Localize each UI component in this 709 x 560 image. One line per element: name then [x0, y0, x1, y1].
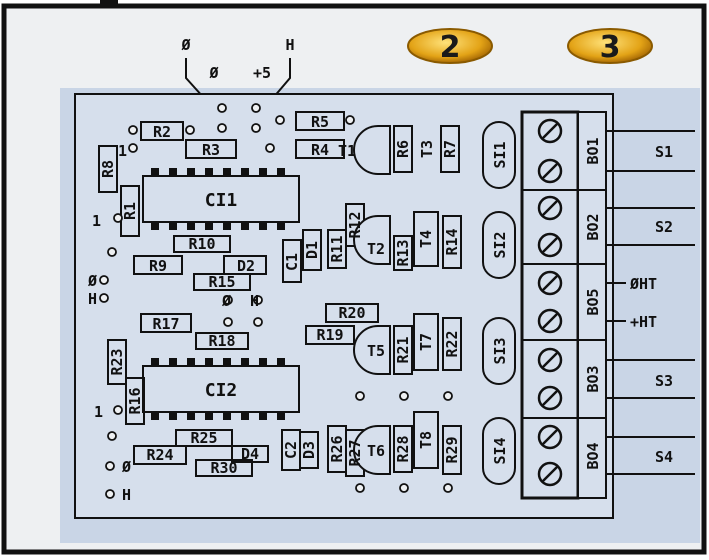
label-bo5: BO5: [584, 288, 602, 315]
output-label-s1: S1: [655, 143, 673, 161]
badge-2: 2: [407, 28, 493, 65]
label-t3: T3: [418, 140, 436, 158]
label-ci2: CI2: [205, 380, 238, 401]
solder-pads: [99, 103, 453, 499]
transistor-outlines: [353, 125, 391, 475]
label-r26: R26: [328, 435, 346, 462]
label-r22: R22: [443, 330, 461, 357]
label-t8: T8: [417, 431, 435, 449]
label-r21: R21: [394, 336, 412, 363]
badge-3-label: 3: [600, 30, 621, 65]
pad-labels: 1 1 Ø H Ø H 1 Ø H: [87, 142, 259, 504]
label-r13: R13: [394, 239, 412, 266]
label-r29: R29: [443, 436, 461, 463]
label-r8: R8: [99, 160, 117, 178]
label-r24: R24: [146, 446, 173, 464]
label-r2: R2: [153, 123, 171, 141]
output-label-s4: S4: [655, 448, 673, 466]
label-r9: R9: [149, 257, 167, 275]
badge-2-label: 2: [440, 30, 461, 65]
label-r28: R28: [394, 435, 412, 462]
label-t5: T5: [367, 342, 385, 360]
top-label-zero-mid: Ø: [208, 64, 218, 82]
label-bo3: BO3: [584, 365, 602, 392]
label-d3: D3: [300, 441, 318, 459]
pad-label-h-mid: H: [250, 292, 259, 310]
terminal-dividers: [522, 189, 606, 419]
label-t2: T2: [367, 240, 385, 258]
label-r17: R17: [152, 315, 179, 333]
label-si1: SI1: [491, 141, 509, 168]
terminal-label-strip: [577, 111, 607, 499]
label-d2: D2: [237, 257, 255, 275]
output-label-plus-ht: +HT: [630, 313, 657, 331]
si-outlines: [482, 121, 516, 485]
label-c2: C2: [282, 441, 300, 459]
label-r30: R30: [210, 459, 237, 477]
pad-label-zero-left: Ø: [87, 272, 97, 290]
label-d1: D1: [303, 241, 321, 259]
label-r7: R7: [441, 140, 459, 158]
output-label-s2: S2: [655, 218, 673, 236]
pad-label-one-top: 1: [118, 142, 127, 160]
output-label-s3: S3: [655, 372, 673, 390]
label-r3: R3: [202, 141, 220, 159]
output-labels: S1 S2 ØHT +HT S3 S4: [629, 143, 673, 466]
top-label-h: H: [285, 36, 294, 54]
label-t1: T1: [338, 142, 356, 160]
label-r23: R23: [108, 348, 126, 375]
label-r25: R25: [190, 429, 217, 447]
label-r5: R5: [311, 113, 329, 131]
label-r12: R12: [346, 211, 364, 238]
output-wires: [606, 130, 695, 475]
output-label-zero-ht: ØHT: [629, 275, 657, 293]
chip-pins: [151, 168, 285, 420]
label-r16: R16: [126, 387, 144, 414]
label-r19: R19: [316, 326, 343, 344]
frame-tab: [100, 0, 118, 8]
label-bo2: BO2: [584, 213, 602, 240]
badge-3: 3: [567, 28, 653, 65]
top-label-plus5: +5: [253, 64, 271, 82]
label-t4: T4: [417, 230, 435, 248]
pad-label-h-left: H: [88, 290, 97, 308]
label-r14: R14: [443, 228, 461, 255]
pad-label-zero-mid: Ø: [221, 292, 231, 310]
label-r15: R15: [208, 273, 235, 291]
label-bo4: BO4: [584, 442, 602, 469]
label-si4: SI4: [491, 437, 509, 464]
label-r10: R10: [188, 235, 215, 253]
label-r27: R27: [346, 439, 364, 466]
label-si2: SI2: [491, 231, 509, 258]
label-t6: T6: [367, 442, 385, 460]
label-si3: SI3: [491, 337, 509, 364]
terminal-screw-slots: [542, 123, 558, 482]
label-r4: R4: [311, 141, 329, 159]
pad-label-one-bot: 1: [94, 403, 103, 421]
pad-label-zero-bot: Ø: [121, 458, 131, 476]
label-ci1: CI1: [205, 190, 238, 211]
pad-label-one-mid: 1: [92, 212, 101, 230]
label-t7: T7: [417, 333, 435, 351]
label-c1: C1: [283, 253, 301, 271]
label-r18: R18: [208, 332, 235, 350]
label-d4: D4: [241, 445, 259, 463]
label-r11: R11: [328, 235, 346, 262]
label-r6: R6: [394, 140, 412, 158]
component-outlines: [98, 111, 462, 477]
label-bo1: BO1: [584, 137, 602, 164]
label-r20: R20: [338, 304, 365, 322]
label-r1: R1: [121, 202, 139, 220]
pad-label-h-bot: H: [122, 486, 131, 504]
top-label-zero: Ø: [180, 36, 190, 54]
component-labels: R2 R3 R5 R4 T1 R6 T3 R7 R8 R1 CI1 R10 R9…: [99, 113, 602, 477]
